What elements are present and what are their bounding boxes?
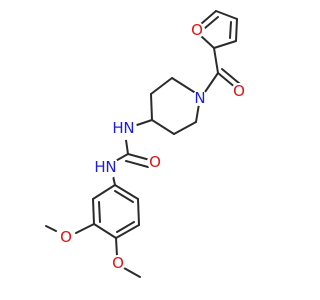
bond-c-o-double bbox=[125, 160, 149, 168]
atom-background bbox=[58, 229, 74, 245]
atom-n-urea-bottom: H N bbox=[94, 155, 119, 179]
atom-label: O bbox=[112, 254, 124, 272]
bond-ar-c1-c2 bbox=[92, 184, 116, 200]
bond-pip-c5-n bbox=[195, 103, 200, 123]
bond-pip-c3-c4 bbox=[151, 119, 175, 135]
bond-ar-c3-c4 bbox=[93, 223, 117, 239]
atom-o-methoxy-1: O bbox=[58, 228, 74, 246]
bond-pip-c2-c3 bbox=[150, 93, 153, 121]
atom-background bbox=[95, 155, 119, 179]
atom-background bbox=[147, 154, 163, 170]
atom-label-h: H bbox=[94, 158, 105, 176]
bond-furan-carbonyl bbox=[213, 47, 219, 74]
bond-ar-c6-c1 bbox=[114, 184, 139, 200]
bond-ar-c4-c5-inner bbox=[116, 221, 135, 233]
bond-furan-c2-c3 bbox=[235, 18, 238, 42]
bond-ar-c2-c3-inner bbox=[98, 201, 101, 223]
atom-label: N bbox=[105, 158, 116, 176]
atom-label: O bbox=[233, 82, 245, 100]
atom-background bbox=[192, 90, 208, 106]
atom-n-piperidine: N bbox=[192, 89, 208, 107]
bond-pip-n-c1 bbox=[171, 77, 195, 93]
atom-o-furan: O bbox=[189, 21, 205, 39]
atom-o-carbonyl: O bbox=[231, 82, 247, 100]
atom-label: N bbox=[194, 89, 205, 107]
bond-layer bbox=[45, 10, 241, 278]
bond-o-methyl-2 bbox=[123, 267, 141, 278]
bond-ar-o-methoxy-2 bbox=[115, 237, 118, 257]
atom-o-methoxy-2: O bbox=[110, 254, 126, 272]
atom-label: N bbox=[123, 119, 134, 137]
bond-c-o bbox=[127, 153, 151, 161]
atom-layer: N O O H N O H N O O bbox=[58, 21, 247, 272]
atom-o-urea: O bbox=[147, 153, 163, 171]
bond-pip-c1-c2 bbox=[150, 77, 173, 95]
atom-label: O bbox=[60, 228, 72, 246]
bond-ar-c5-c6 bbox=[137, 198, 140, 226]
bond-furan-c3-c4 bbox=[215, 10, 238, 20]
bond-carbonyl-o-double bbox=[221, 68, 241, 85]
atom-background bbox=[189, 22, 205, 38]
bond-ar-o-methoxy-1 bbox=[75, 223, 95, 234]
atom-n-urea-top: H N bbox=[112, 116, 137, 140]
bond-nh-aryl bbox=[112, 175, 116, 186]
bond-pip-nh bbox=[133, 119, 153, 127]
atom-background bbox=[110, 255, 126, 271]
bond-o-methyl-1 bbox=[45, 225, 57, 232]
atom-background bbox=[113, 116, 137, 140]
bond-furan-c4-o bbox=[200, 10, 217, 25]
atom-background bbox=[231, 83, 247, 99]
atom-label: O bbox=[191, 21, 203, 39]
bond-carbonyl-n bbox=[204, 72, 219, 93]
bond-ar-c6-c1-inner bbox=[114, 190, 134, 203]
bond-furan-c2-c3-double bbox=[229, 21, 232, 39]
bond-furan-o-c1 bbox=[200, 35, 215, 49]
bond-furan-c1-c2 bbox=[213, 40, 237, 49]
bond-ar-c4-c5 bbox=[115, 224, 140, 239]
atom-label: O bbox=[149, 153, 161, 171]
molecule-structure: N O O H N O H N O O bbox=[45, 10, 247, 278]
bond-furan-c1-c4-inner bbox=[204, 16, 219, 29]
bond-ar-c2-c3 bbox=[92, 198, 95, 225]
atom-label-h: H bbox=[112, 119, 123, 137]
bond-pip-c4-c5 bbox=[173, 121, 197, 135]
bond-carbonyl-o bbox=[217, 72, 237, 89]
